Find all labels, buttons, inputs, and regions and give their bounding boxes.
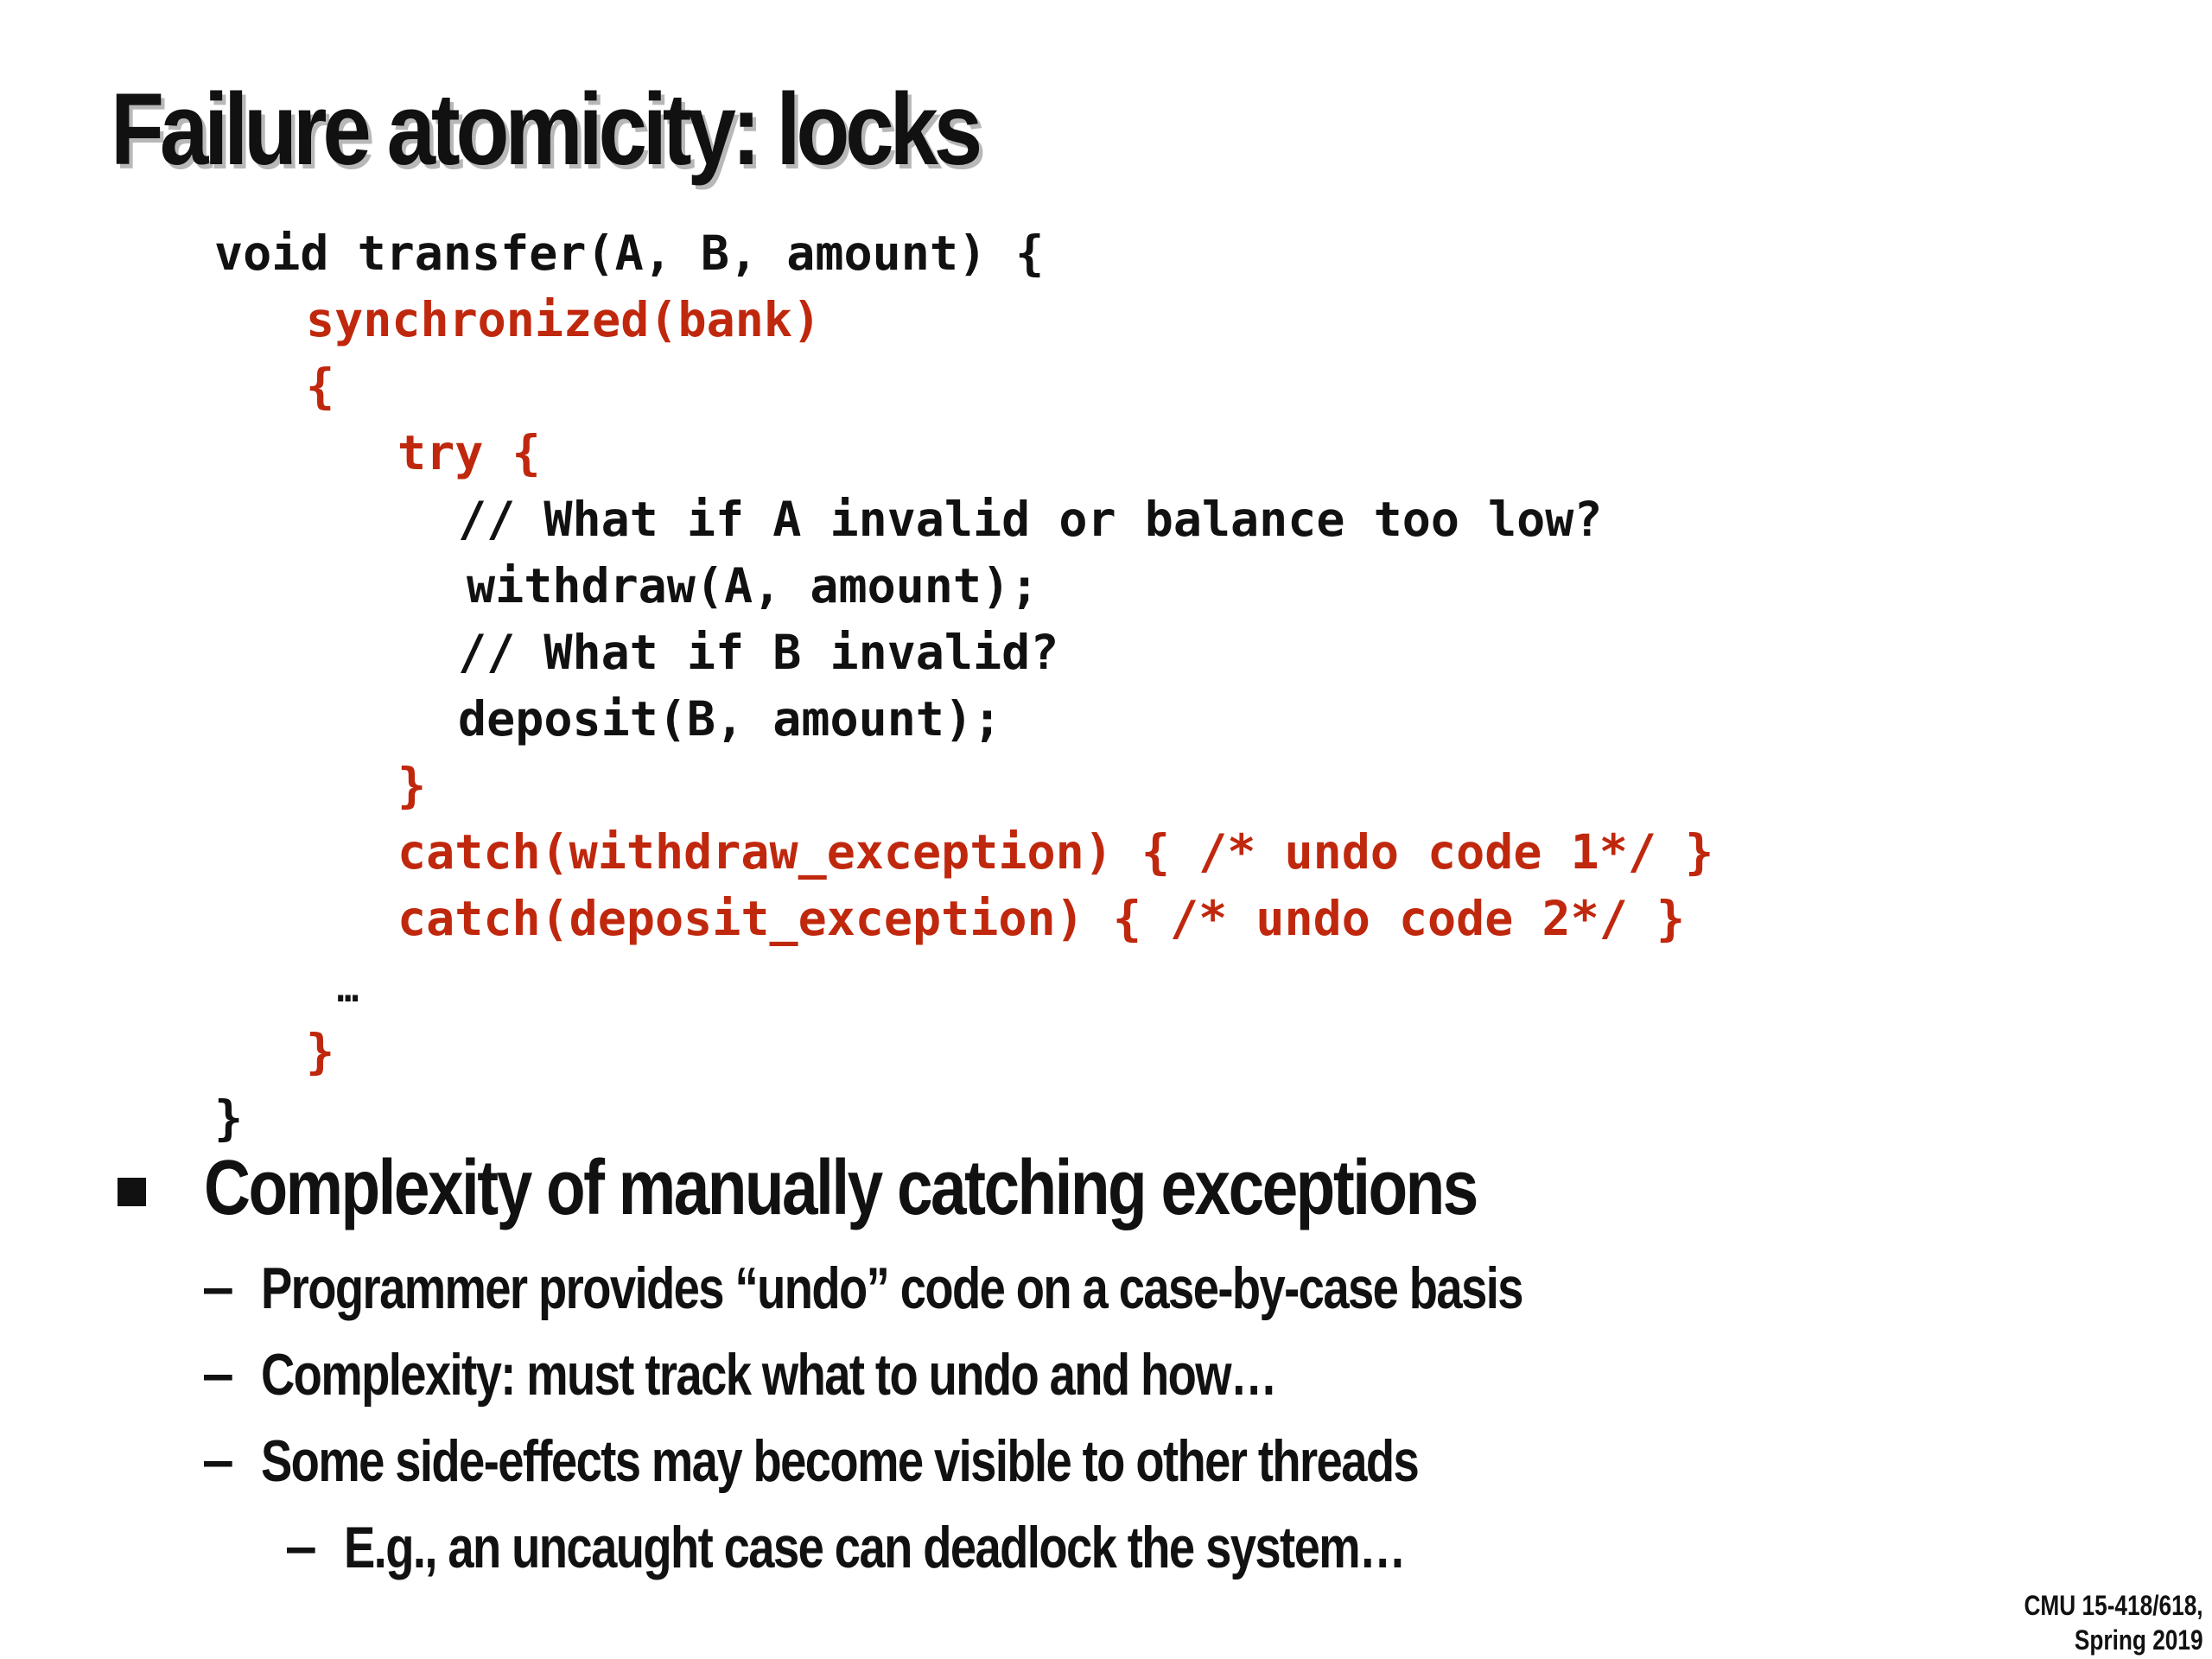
slide-title: Failure atomicity: locks: [111, 73, 982, 187]
code-line: deposit(B, amount);: [458, 691, 1002, 747]
code-line: withdraw(A, amount);: [467, 558, 1039, 613]
code-line: catch(deposit_exception) { /* undo code …: [397, 891, 1686, 946]
code-line: {: [306, 359, 335, 414]
bullet-text: Complexity of manually catching exceptio…: [204, 1145, 1478, 1231]
sub-bullet-text: Some side-effects may become visible to …: [261, 1428, 1420, 1494]
code-line: try {: [397, 425, 541, 480]
code-line: catch(withdraw_exception) { /* undo code…: [397, 824, 1714, 880]
code-block: void transfer(A, B, amount) { synchroniz…: [214, 226, 1714, 1146]
code-line: …: [337, 968, 359, 1010]
code-line: // What if A invalid or balance too low?: [458, 492, 1603, 547]
dash-icon: –: [202, 1341, 234, 1405]
dash-icon: –: [285, 1514, 317, 1578]
code-line: }: [214, 1090, 244, 1146]
sub-bullet-text: Complexity: must track what to undo and …: [261, 1342, 1277, 1408]
footer-course: CMU 15-418/618,: [2024, 1590, 2203, 1621]
sub-bullet-text: E.g., an uncaught case can deadlock the …: [344, 1515, 1406, 1580]
code-line: }: [306, 1024, 335, 1079]
code-line: // What if B invalid?: [458, 625, 1059, 680]
footer-term: Spring 2019: [2075, 1624, 2203, 1656]
sub-bullet-text: Programmer provides “undo” code on a cas…: [261, 1255, 1524, 1321]
course-footer: CMU 15-418/618, Spring 2019: [1985, 1588, 2203, 1657]
dash-icon: –: [202, 1427, 234, 1491]
dash-icon: –: [202, 1255, 234, 1319]
code-line: void transfer(A, B, amount) {: [214, 226, 1045, 281]
code-line: synchronized(bank): [306, 292, 822, 347]
code-line: }: [397, 758, 427, 813]
square-bullet-icon: [118, 1178, 146, 1206]
